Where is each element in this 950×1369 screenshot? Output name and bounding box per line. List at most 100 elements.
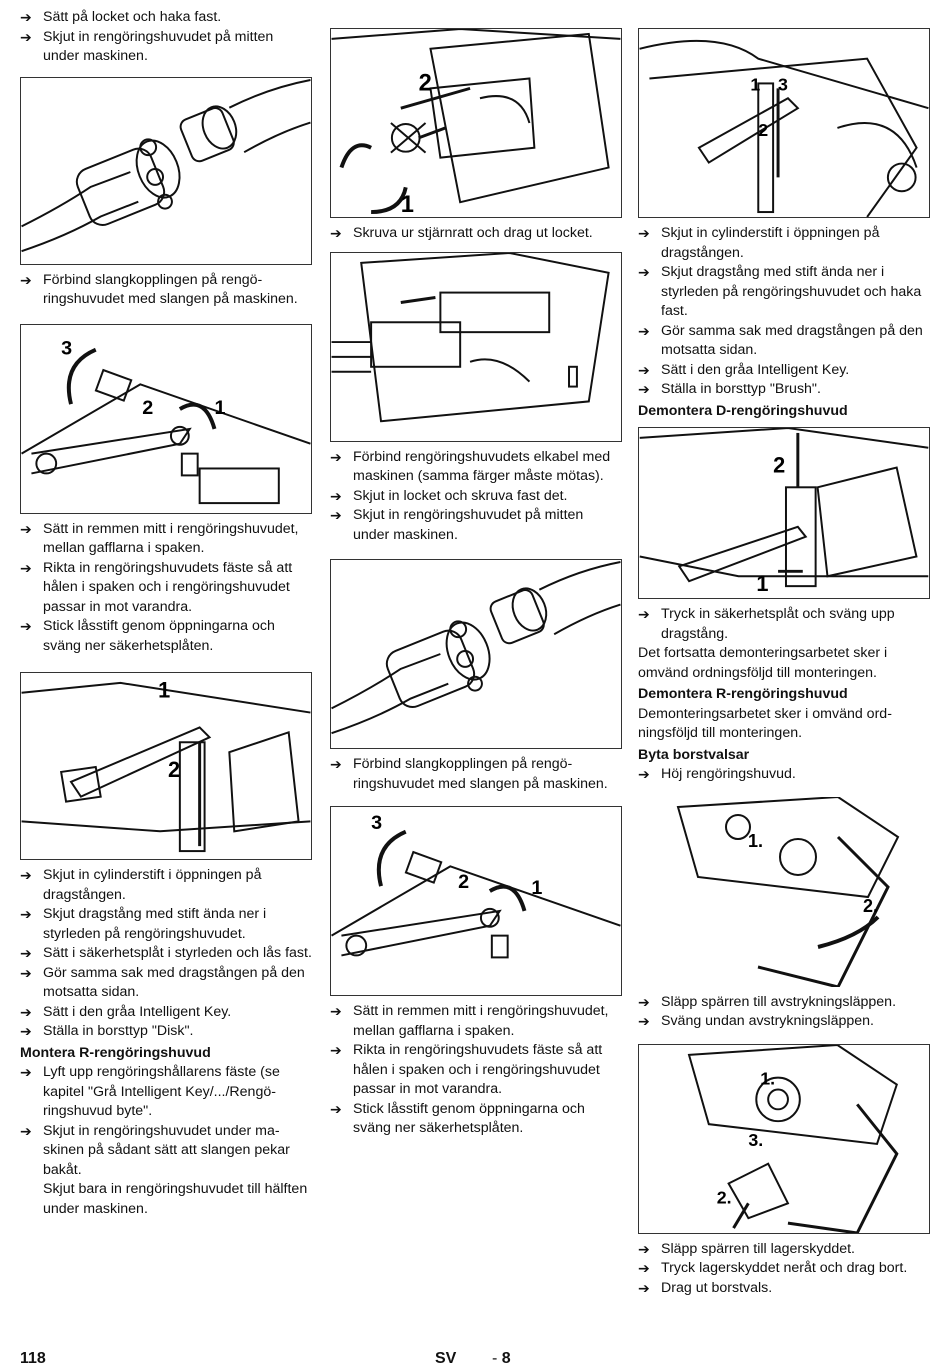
list-item: ➔Släpp spärren till avstrykningsläppen. (638, 993, 930, 1013)
figure-label: 1 (750, 74, 760, 94)
arrow-icon: ➔ (638, 1260, 650, 1276)
safety-plate-illustration: 2 1 (639, 428, 929, 596)
section-heading: Demontera D-rengöringshuvud (638, 402, 848, 419)
belt-lever-illustration: 3 2 1 (21, 337, 311, 504)
steps-e: ➔ Lyft upp rengöringshållarens fäste (se … (20, 1063, 312, 1219)
arrow-icon: ➔ (638, 225, 650, 241)
arrow-icon: ➔ (20, 9, 32, 25)
step-text: Gör samma sak med dragstången på den mot… (43, 964, 305, 1001)
list-item: ➔Stick låsstift genom öppningarna och sv… (20, 617, 312, 656)
list-item: ➔Skjut dragstång med stift ända ner i st… (20, 905, 312, 944)
list-item: ➔ Ställa in borsttyp "Disk". (20, 1022, 312, 1042)
list-item: ➔Sätt i den gråa Intelligent Key. (20, 1003, 312, 1023)
steps-e: ➔ Släpp spärren till lagerskyddet. ➔ Tryck… (638, 1240, 930, 1299)
step-text: Ställa in borsttyp "Disk". (43, 1023, 194, 1039)
step-text: Skjut in rengöringshuvudet på mitten und… (43, 28, 274, 65)
step-text: Förbind rengöringshuvudets elkabel med m… (353, 448, 611, 485)
section-heading: Byta borstvalsar (638, 746, 750, 763)
arrow-icon: ➔ (20, 520, 32, 537)
arrow-icon: ➔ (20, 618, 32, 634)
list-item: ➔Sätt in remmen mitt i rengöringshuvu­de… (20, 520, 312, 559)
figure-drawbar-brush: 1 3 2 (638, 28, 930, 218)
steps-c: ➔Höj rengöringshuvud. (638, 765, 930, 785)
list-item: ➔ Skjut in cylinderstift i öppningen på d… (638, 224, 930, 263)
arrow-icon: ➔ (638, 1240, 650, 1257)
arrow-icon: ➔ (20, 271, 32, 288)
steps-d: ➔Skjut in cylinderstift i öppningen på d… (20, 866, 312, 1042)
figure-bearing-cover: 1. 3. 2. (638, 1043, 930, 1234)
arrow-icon: ➔ (638, 322, 650, 339)
step-text: Skjut in locket och skruva fast det. (353, 487, 568, 504)
section-heading: Montera R-rengöringshuvud (20, 1044, 211, 1061)
step-text: Lyft upp rengöringshållarens fäste (se k… (43, 1064, 280, 1119)
list-item: ➔ Sätt på locket och haka fast. (20, 8, 312, 28)
step-text: Rikta in rengöringshuvudets fäste så att… (353, 1042, 603, 1097)
step-text: Släpp spärren till lagerskyddet. (661, 1240, 855, 1257)
figure-label: 2 (758, 120, 768, 140)
column-middle: 2 1 ➔ Skruva ur stjärnratt och drag ut lo… (330, 28, 622, 1139)
list-item: ➔Skjut in rengöringshuvudet på mitten un… (330, 506, 622, 545)
step-text: Ställa in borsttyp "Brush". (661, 381, 821, 397)
step-text: Skjut in cylinderstift i öppningen på dr… (661, 225, 880, 261)
star-knob-illustration: 2 1 (331, 29, 621, 217)
drawbar-illustration: 1 2 (21, 678, 311, 853)
note: Skjut bara in rengöringshuvudet till häl… (20, 1180, 312, 1219)
step-text: Sätt in remmen mitt i rengöringshuvu­det… (353, 1003, 609, 1039)
step-text: Släpp spärren till avstrykningsläppen. (661, 993, 897, 1010)
figure-label: 3 (778, 74, 788, 94)
figure-wiper-lip: 1. 2. (638, 796, 930, 987)
list-item: ➔ Ställa in borsttyp "Brush". (638, 380, 930, 400)
step-text: Förbind slangkopplingen på rengö­ringshu… (43, 271, 298, 308)
figure-label: 1 (401, 192, 414, 217)
arrow-icon: ➔ (330, 1042, 342, 1058)
figure-label: 2 (458, 871, 469, 893)
hose-coupling-illustration (21, 78, 311, 252)
figure-label: 3 (371, 812, 382, 834)
list-item: ➔ Tryck lagerskyddet neråt och drag bort. (638, 1259, 930, 1279)
steps-d: ➔Släpp spärren till avstrykningsläppen. … (638, 993, 930, 1032)
arrow-icon: ➔ (638, 381, 650, 397)
steps-b: ➔Tryck in säkerhetsplåt och sväng upp dr… (638, 605, 930, 644)
arrow-icon: ➔ (330, 756, 342, 772)
list-item: ➔Stick låsstift genom öppningarna och sv… (330, 1100, 622, 1139)
arrow-icon: ➔ (330, 225, 342, 241)
step-text: Tryck lagerskyddet neråt och drag bort. (661, 1260, 908, 1276)
figure-hose-coupling-2 (330, 559, 622, 749)
list-item: ➔Drag ut borstvals. (638, 1279, 930, 1299)
paragraph: Demonteringsarbetet sker i omvänd ord­ni… (638, 705, 892, 742)
step-text: Sätt i säkerhetsplåt i styrleden och lås… (43, 945, 312, 961)
step-text: Skruva ur stjärnratt och drag ut locket. (353, 225, 593, 241)
arrow-icon: ➔ (20, 559, 32, 576)
step-text: Gör samma sak med dragstången på den mot… (661, 322, 923, 359)
arrow-icon: ➔ (330, 487, 342, 504)
list-item: ➔Tryck in säkerhetsplåt och sväng upp dr… (638, 605, 930, 644)
arrow-icon: ➔ (20, 28, 32, 45)
list-item: ➔Höj rengöringshuvud. (638, 765, 930, 785)
list-item: ➔Sätt in remmen mitt i rengöringshuvu­de… (330, 1002, 622, 1041)
figure-label: 2 (142, 397, 153, 419)
arrow-icon: ➔ (20, 1023, 32, 1039)
list-item: ➔Lyft upp rengöringshållarens fäste (se … (20, 1063, 312, 1122)
arrow-icon: ➔ (20, 964, 32, 981)
figure-label: 2. (717, 1187, 732, 1207)
arrow-icon: ➔ (638, 1013, 650, 1029)
figure-label: 1 (158, 678, 170, 703)
arrow-icon: ➔ (638, 766, 650, 782)
page-footer: 118 SV - 8 (20, 1349, 930, 1369)
list-item: ➔ Skruva ur stjärnratt och drag ut locket… (330, 224, 622, 244)
steps-b: ➔ Förbind rengöringshuvudets elkabel med … (330, 448, 622, 546)
column-right: 1 3 2 ➔ Skjut in cylinderstift i öppninge… (638, 28, 930, 1298)
arrow-icon: ➔ (20, 1003, 32, 1020)
figure-label: 3 (61, 337, 72, 359)
figure-hose-coupling (20, 76, 312, 265)
step-text: Sätt på locket och haka fast. (43, 9, 222, 25)
figure-label: 1. (760, 1068, 775, 1088)
list-item: ➔ Släpp spärren till lagerskyddet. (638, 1240, 930, 1260)
steps-c: ➔Sätt in remmen mitt i rengöringshuvu­de… (20, 520, 312, 657)
sub-page-value: 8 (501, 1350, 511, 1367)
list-item: ➔Förbind rengöringshuvudets elkabel med … (330, 448, 622, 487)
arrow-icon: ➔ (20, 1122, 32, 1139)
list-item: ➔ Gör samma sak med dragstången på den mo… (20, 964, 312, 1003)
language-code: SV (435, 1350, 457, 1367)
step-text: Tryck in säkerhetsplåt och sväng upp dra… (661, 606, 895, 642)
